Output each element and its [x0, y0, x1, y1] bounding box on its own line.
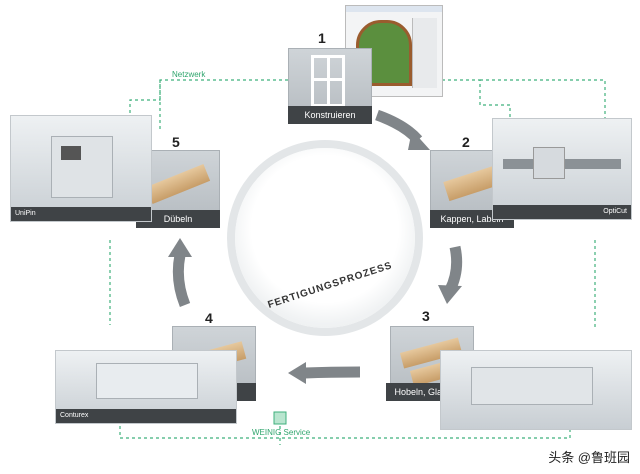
step-5-label: Dübeln — [136, 210, 220, 228]
service-label: WEINIG Service — [252, 428, 311, 437]
step-4-number: 4 — [205, 310, 213, 326]
step-2-number: 2 — [462, 134, 470, 150]
step-3-number: 3 — [422, 308, 430, 324]
network-label: Netzwerk — [172, 70, 206, 79]
step-1-number: 1 — [318, 30, 326, 46]
machine-opticut: OptiCut — [492, 118, 632, 220]
step-1-label: Konstruieren — [288, 106, 372, 124]
machine-opticut-label: OptiCut — [493, 205, 631, 219]
machine-planer — [440, 350, 632, 430]
step-5-number: 5 — [172, 134, 180, 150]
watermark: 头条 @鲁班园 — [548, 450, 630, 465]
center-circle — [235, 148, 415, 328]
machine-conturex-label: Conturex — [56, 409, 236, 423]
service-node — [273, 411, 287, 425]
machine-unipin-label: UniPin — [11, 207, 151, 221]
machine-conturex: Conturex — [55, 350, 237, 424]
machine-unipin: UniPin — [10, 115, 152, 222]
window-frame-icon — [311, 55, 345, 107]
